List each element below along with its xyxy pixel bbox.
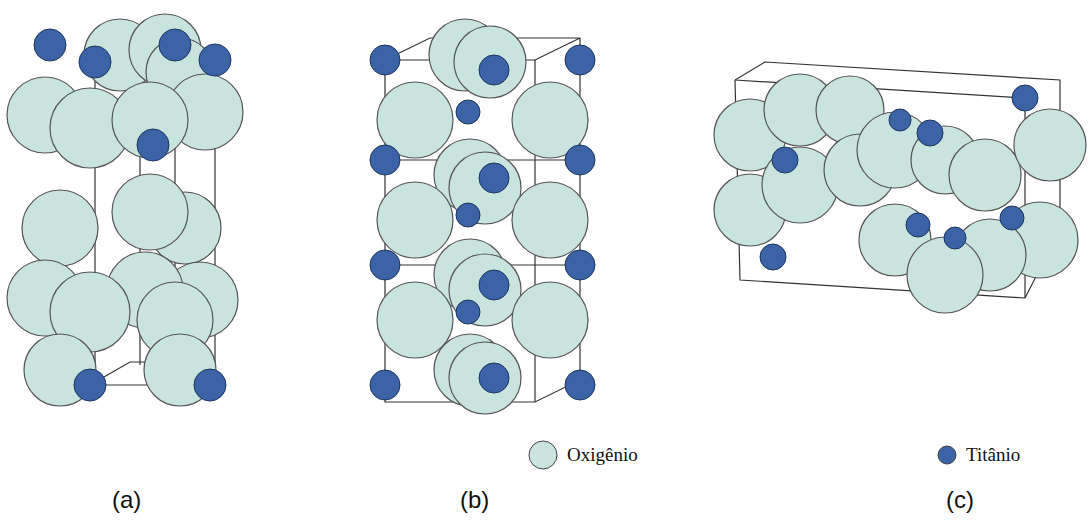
panel-label: (a) bbox=[112, 486, 141, 514]
legend-swatch bbox=[936, 444, 958, 466]
legend-text: Titânio bbox=[966, 444, 1020, 466]
panel-label: (c) bbox=[946, 486, 974, 514]
panel-label: (b) bbox=[460, 486, 489, 514]
titanium-atoms-a bbox=[34, 29, 231, 401]
titanium-atoms-b bbox=[370, 45, 595, 400]
oxygen-atoms-a bbox=[7, 14, 243, 406]
oxygen-atoms-b bbox=[377, 19, 588, 414]
oxygen-atoms-c bbox=[714, 74, 1086, 313]
titanium-atoms-c bbox=[760, 85, 1038, 270]
legend-swatch bbox=[527, 439, 559, 471]
legend-text: Oxigênio bbox=[567, 444, 638, 466]
unit-cell-c bbox=[735, 62, 1060, 298]
